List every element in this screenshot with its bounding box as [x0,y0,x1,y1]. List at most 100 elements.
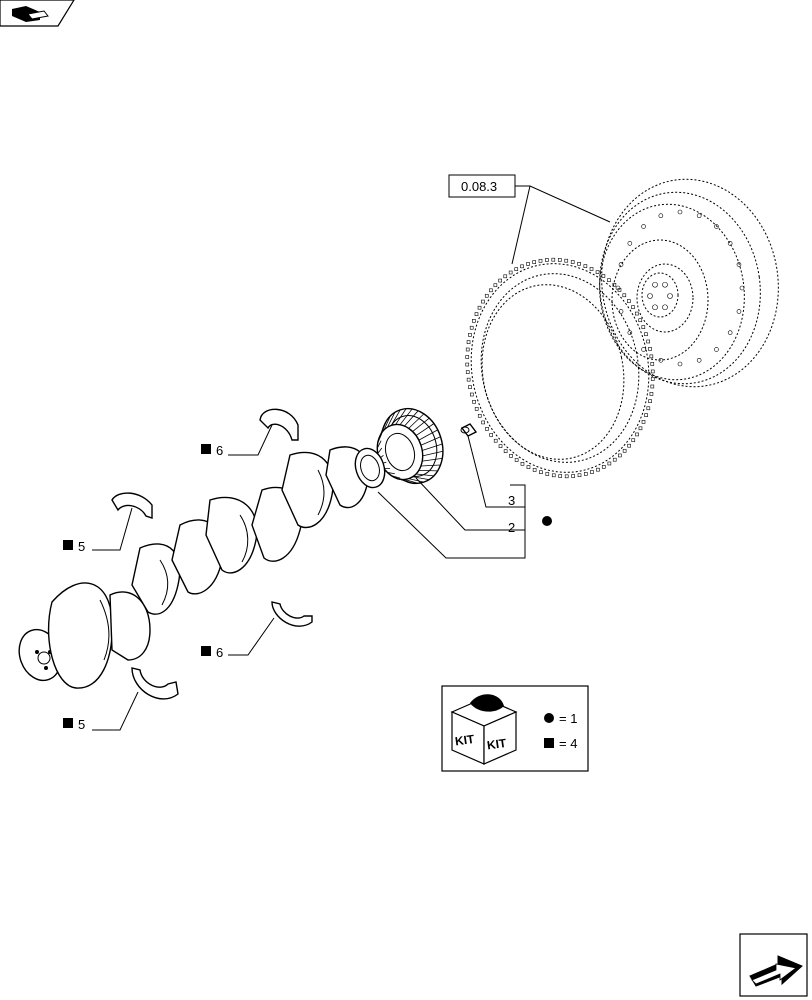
ring-tooth [468,333,472,337]
square-icon [201,444,211,454]
callout-5-upper: 5 [63,539,85,554]
bolt-hole [714,224,719,229]
gear-tooth [420,436,441,446]
ring-tooth [622,448,627,453]
svg-text:KIT: KIT [454,732,476,749]
bolt-hole [696,357,702,363]
svg-text:3: 3 [508,493,515,508]
ring-tooth [641,325,646,329]
gear-tooth [412,417,430,432]
bolt-hole [714,347,719,352]
ring-tooth [627,299,631,303]
ring-tooth [627,443,631,448]
ring-tooth [470,392,474,397]
square-icon [63,718,73,728]
reference-label: 0.08.3 [461,179,497,194]
ring-tooth [650,362,655,366]
gear-tooth [404,479,419,484]
ring-tooth [644,413,648,417]
gear-tooth [377,440,382,449]
ring-tooth [520,461,525,466]
bearing-shell-6-lower [271,601,313,627]
ring-tooth [538,258,543,263]
bolt-hole [677,209,683,215]
bearing-shell-5-upper [111,492,153,519]
ring-tooth [493,283,498,288]
ring-tooth [477,305,482,310]
gear-tooth [415,473,434,477]
ring-tooth [646,339,650,344]
bolt-hole [736,262,742,267]
timing-gear [376,407,444,485]
gear-tooth [420,464,441,467]
bolt-hole [627,241,633,246]
ring-tooth [532,260,537,264]
ring-tooth [648,347,652,351]
gear-tooth [404,410,419,427]
ring-tooth [481,420,485,425]
ring-tooth [514,267,519,271]
bolt-hole [618,309,624,314]
ring-tooth [545,258,549,262]
bolt-hole [641,347,646,352]
ring-tooth [466,340,471,344]
circle-symbol-icon [544,713,554,723]
bolt-hole [658,357,664,363]
circle-marker-icon [542,516,552,526]
ring-tooth [570,260,575,264]
ring-tooth [577,261,581,266]
square-symbol-icon [544,738,554,748]
ring-tooth [498,444,503,448]
ring-tooth [493,438,498,443]
ring-tooth [631,305,635,309]
bolt-hole [641,224,646,229]
gear-tooth [422,457,443,462]
gear-tooth [391,409,401,426]
ring-tooth [485,427,489,431]
ring-tooth [564,474,569,479]
ring-tooth [514,458,519,462]
gear-tooth [399,408,413,426]
reference-label-box: 0.08.3 [448,174,611,265]
ring-tooth [564,258,569,263]
ring-tooth [477,413,482,418]
back-book-icon[interactable] [0,0,75,27]
ring-tooth [607,461,612,466]
ring-tooth [472,399,476,404]
ring-tooth [596,467,600,472]
hub-bolt-hole [652,304,658,311]
gear-tooth [395,408,407,425]
ring-tooth [489,433,493,437]
callout-2: 2 [508,520,515,535]
ring-tooth [638,318,643,323]
next-page-icon[interactable] [739,933,808,997]
ring-gear-reference [465,257,655,479]
ring-tooth [508,270,513,275]
ring-tooth [622,293,627,298]
gear-tooth [387,472,395,475]
hub-bolt-hole [652,281,658,288]
crankshaft [18,446,386,689]
ring-tooth [474,312,479,316]
bearing-shell-6-upper [259,408,299,441]
ring-tooth [526,465,531,469]
svg-text:6: 6 [216,645,223,660]
ring-tooth [583,472,588,476]
ring-tooth [646,406,651,411]
ring-tooth [641,420,646,424]
gear-tooth [422,450,443,457]
ring-tooth [465,362,470,367]
ring-tooth [595,270,600,275]
ring-tooth [468,385,472,389]
ring-tooth [509,454,513,458]
gear-tooth [418,429,438,441]
gear-tooth [383,415,391,431]
svg-text:= 1: = 1 [559,711,577,726]
ring-tooth [466,377,471,382]
square-icon [201,646,211,656]
square-icon [63,540,73,550]
flywheel-reference [599,178,779,388]
ring-tooth [526,262,530,266]
svg-text:5: 5 [78,539,85,554]
ring-tooth [465,355,470,359]
